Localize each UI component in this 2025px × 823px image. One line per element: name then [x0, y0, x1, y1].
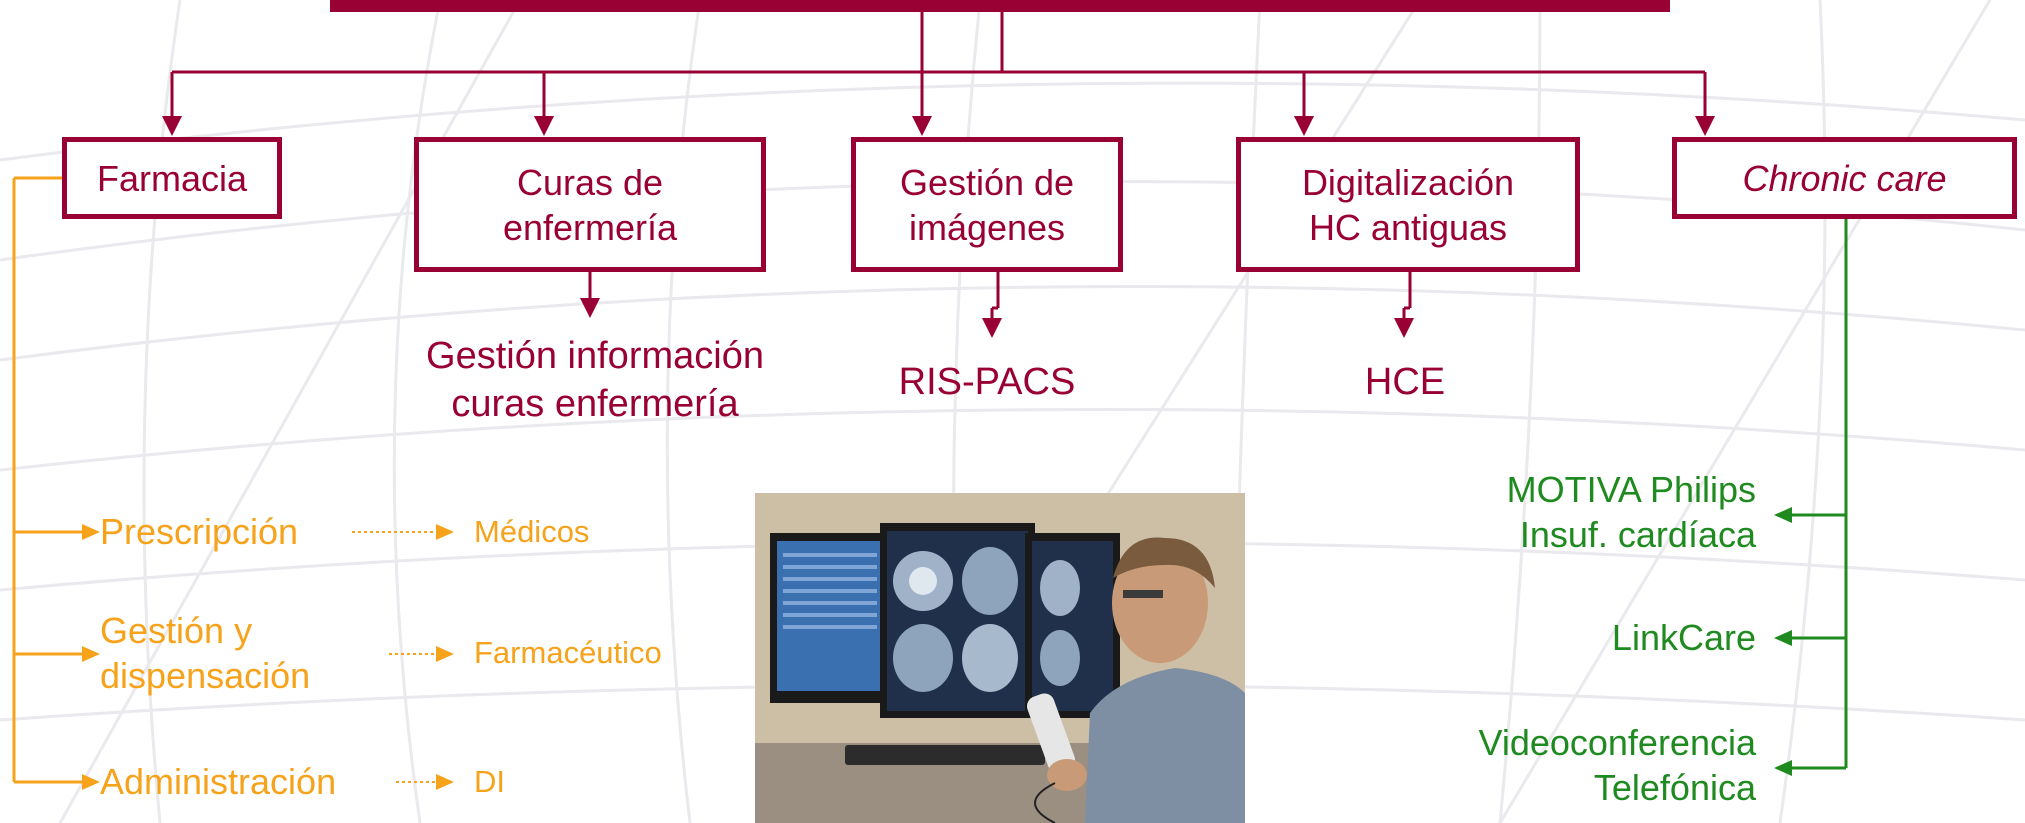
category-farmacia: Farmacia — [62, 137, 282, 219]
chronic-item-motiva: MOTIVA Philips Insuf. cardíaca — [1506, 469, 1756, 555]
category-label: Digitalización HC antiguas — [1301, 161, 1515, 248]
category-label: Chronic care — [1742, 157, 1947, 199]
radiologist-workstation-photo — [755, 493, 1245, 823]
chronic-item-videoconferencia: Videoconferencia Telefónica — [1478, 722, 1756, 808]
category-gestion-imagenes: Gestión de imágenes — [851, 137, 1123, 272]
category-chronic-care: Chronic care — [1672, 137, 2017, 219]
category-curas-enfermeria: Curas de enfermería — [414, 137, 766, 272]
category-label: Gestión de imágenes — [899, 161, 1075, 248]
pharmacy-actor-di: DI — [474, 764, 505, 799]
header-bar — [330, 0, 1670, 12]
chronic-item-linkcare: LinkCare — [1611, 617, 1756, 658]
category-digitalizacion: Digitalización HC antiguas — [1236, 137, 1580, 272]
category-label: Farmacia — [96, 157, 248, 199]
outcome-imaging: RIS-PACS — [898, 361, 1076, 403]
pharmacy-step-administracion: Administración — [100, 761, 337, 802]
pharmacy-step-gestion: Gestión y dispensación — [100, 610, 311, 696]
pharmacy-actor-medicos: Médicos — [474, 514, 590, 549]
pharmacy-step-prescripcion: Prescripción — [100, 511, 299, 552]
outcome-nursing: Gestión información curas enfermería — [426, 335, 764, 425]
outcome-records: HCE — [1364, 361, 1446, 403]
category-label: Curas de enfermería — [502, 161, 678, 248]
pharmacy-actor-farmaceutico: Farmacéutico — [474, 635, 662, 670]
